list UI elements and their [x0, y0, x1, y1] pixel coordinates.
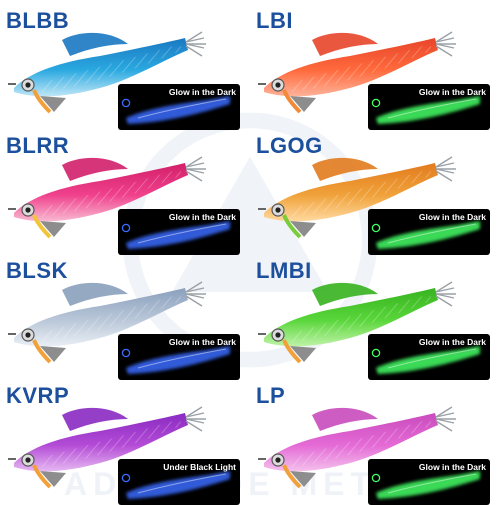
lure-card-blrr: BLRR Glow in the Dark [0, 125, 250, 255]
squid-jig-image [258, 31, 456, 114]
glowing-jig-image [371, 471, 480, 499]
glow-preview: Glow in the Dark [368, 209, 490, 255]
squid-jig-image [8, 281, 206, 364]
glowing-jig-image [121, 221, 230, 249]
glowing-jig-image [121, 96, 230, 124]
glow-label: Glow in the Dark [168, 337, 236, 347]
squid-jig-image [258, 281, 456, 364]
squid-jig-image [8, 31, 206, 114]
glow-label: Glow in the Dark [418, 337, 486, 347]
squid-jig-image [8, 156, 206, 239]
product-code: BLBB [6, 8, 70, 33]
product-code: BLRR [6, 133, 70, 158]
glowing-jig-image [121, 346, 230, 374]
glow-preview: Under Black Light [118, 459, 240, 505]
glow-label: Glow in the Dark [168, 87, 236, 97]
glow-preview: Glow in the Dark [118, 84, 240, 130]
glow-preview: Glow in the Dark [368, 334, 490, 380]
lure-card-blbb: BLBB Glow in the Dark [0, 0, 250, 130]
lure-card-lp: LP Glow in the Dark [250, 375, 500, 505]
squid-jig-image [8, 406, 206, 489]
product-code: BLSK [6, 258, 68, 283]
glowing-jig-image [121, 471, 230, 499]
glow-label: Glow in the Dark [418, 462, 486, 472]
lure-card-kvrp: KVRP Under Black Light [0, 375, 250, 505]
product-code: LGOG [256, 133, 323, 158]
glowing-jig-image [371, 346, 480, 374]
lure-card-lgog: LGOG Glow in the Dark [250, 125, 500, 255]
squid-jig-image [258, 156, 456, 239]
glow-label: Glow in the Dark [418, 87, 486, 97]
glowing-jig-image [371, 221, 480, 249]
lure-card-lmbi: LMBI Glow in the Dark [250, 250, 500, 380]
glow-preview: Glow in the Dark [118, 209, 240, 255]
glow-preview: Glow in the Dark [368, 84, 490, 130]
product-code: KVRP [6, 383, 70, 408]
product-code: LP [256, 383, 286, 408]
product-code: LMBI [256, 258, 312, 283]
lure-card-blsk: BLSK Glow in the Dark [0, 250, 250, 380]
glow-label: Under Black Light [163, 462, 236, 472]
glow-preview: Glow in the Dark [368, 459, 490, 505]
product-code: LBI [256, 8, 293, 33]
glowing-jig-image [371, 96, 480, 124]
glow-preview: Glow in the Dark [118, 334, 240, 380]
glow-label: Glow in the Dark [168, 212, 236, 222]
glow-label: Glow in the Dark [418, 212, 486, 222]
squid-jig-image [258, 406, 456, 489]
lure-card-lbi: LBI Glow in the Dark [250, 0, 500, 130]
